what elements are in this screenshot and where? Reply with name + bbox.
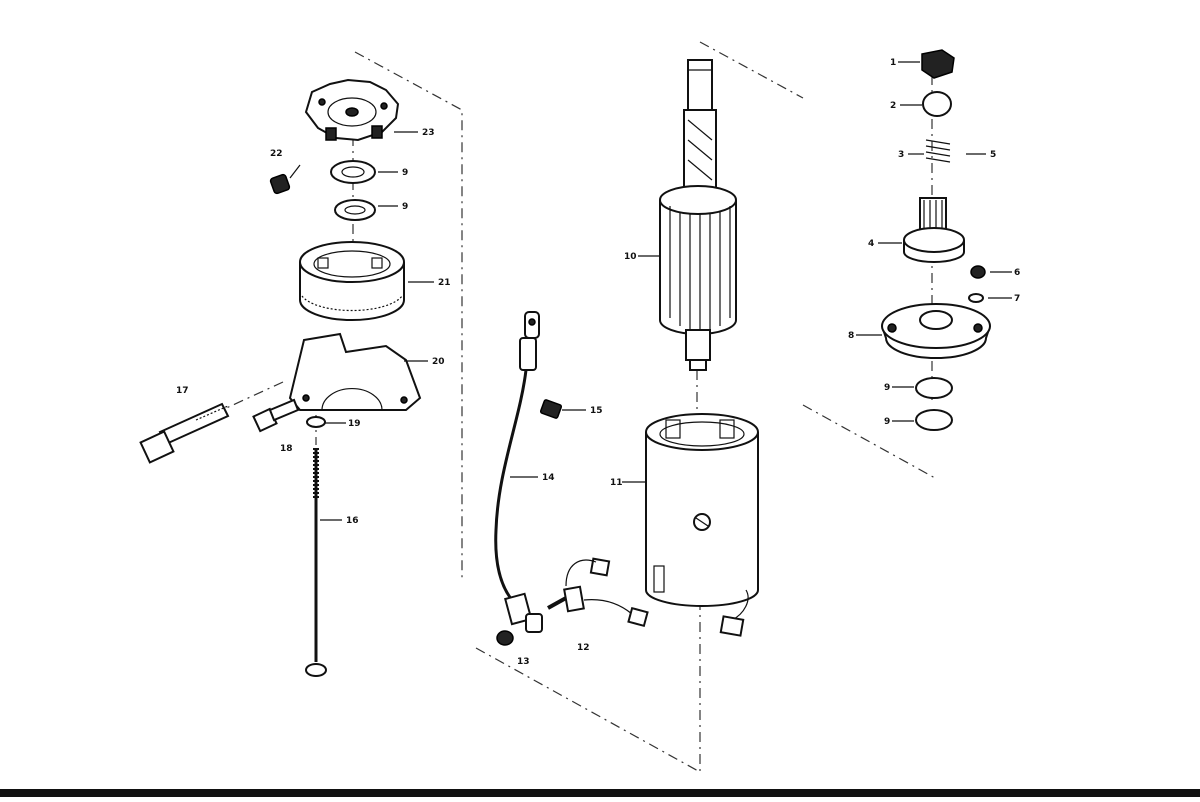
callout-10: 10 xyxy=(624,252,637,262)
callout-23: 23 xyxy=(422,128,435,138)
part-20-mounting-bracket xyxy=(288,332,422,411)
part-11-field-housing xyxy=(645,413,759,637)
part-15-clip xyxy=(539,399,563,419)
part-9-washer-upper-left xyxy=(330,160,376,184)
part-14-lead-wire xyxy=(494,311,543,633)
callout-11: 11 xyxy=(610,478,623,488)
callout-17: 17 xyxy=(176,386,189,396)
part-7-washer xyxy=(968,293,984,303)
callout-20: 20 xyxy=(432,357,445,367)
callout-2: 2 xyxy=(890,101,896,111)
callout-19: 19 xyxy=(348,419,361,429)
callout-9-lower-left: 9 xyxy=(402,202,408,212)
part-3-spring xyxy=(925,139,951,163)
callout-9-lower-right: 9 xyxy=(884,417,890,427)
part-9-washer-upper-right xyxy=(915,377,953,399)
part-16-through-bolt xyxy=(305,448,327,677)
part-4-drive-pinion xyxy=(903,197,965,263)
part-10-armature xyxy=(659,59,737,371)
part-12-brush-holder xyxy=(547,557,649,628)
callout-labels: 1 2 3 5 4 6 7 8 9 9 10 11 15 14 12 13 16… xyxy=(176,58,1020,667)
frame-bottom-rule xyxy=(0,789,1200,797)
part-8-end-cap xyxy=(881,303,991,359)
callout-22: 22 xyxy=(270,149,283,159)
callout-14: 14 xyxy=(542,473,555,483)
part-9-washer-lower-left xyxy=(334,199,376,221)
part-13-nut xyxy=(496,630,514,646)
callout-13: 13 xyxy=(517,657,530,667)
callout-16: 16 xyxy=(346,516,359,526)
callout-8: 8 xyxy=(848,331,854,341)
callout-9-upper-right: 9 xyxy=(884,383,890,393)
callout-7: 7 xyxy=(1014,294,1020,304)
callout-leader-lines xyxy=(289,61,1012,521)
callout-6: 6 xyxy=(1014,268,1020,278)
part-17-long-bolt xyxy=(139,402,230,464)
callout-18: 18 xyxy=(280,444,293,454)
part-9-washer-lower-right xyxy=(915,409,953,431)
callout-3: 3 xyxy=(898,150,904,160)
part-22-screw xyxy=(269,173,291,195)
callout-9-upper-left: 9 xyxy=(402,168,408,178)
callout-1: 1 xyxy=(890,58,896,68)
part-21-ring-housing xyxy=(299,241,405,321)
part-19-lock-washer xyxy=(306,416,326,428)
callout-4: 4 xyxy=(868,239,874,249)
callout-15: 15 xyxy=(590,406,603,416)
callout-5: 5 xyxy=(990,150,996,160)
callout-12: 12 xyxy=(577,643,590,653)
part-1-cap-nut xyxy=(921,49,955,79)
part-23-brush-plate xyxy=(304,78,400,142)
part-6-nut xyxy=(970,265,986,279)
part-2-sleeve xyxy=(922,91,952,117)
part-18-short-bolt xyxy=(252,398,300,433)
callout-21: 21 xyxy=(438,278,451,288)
